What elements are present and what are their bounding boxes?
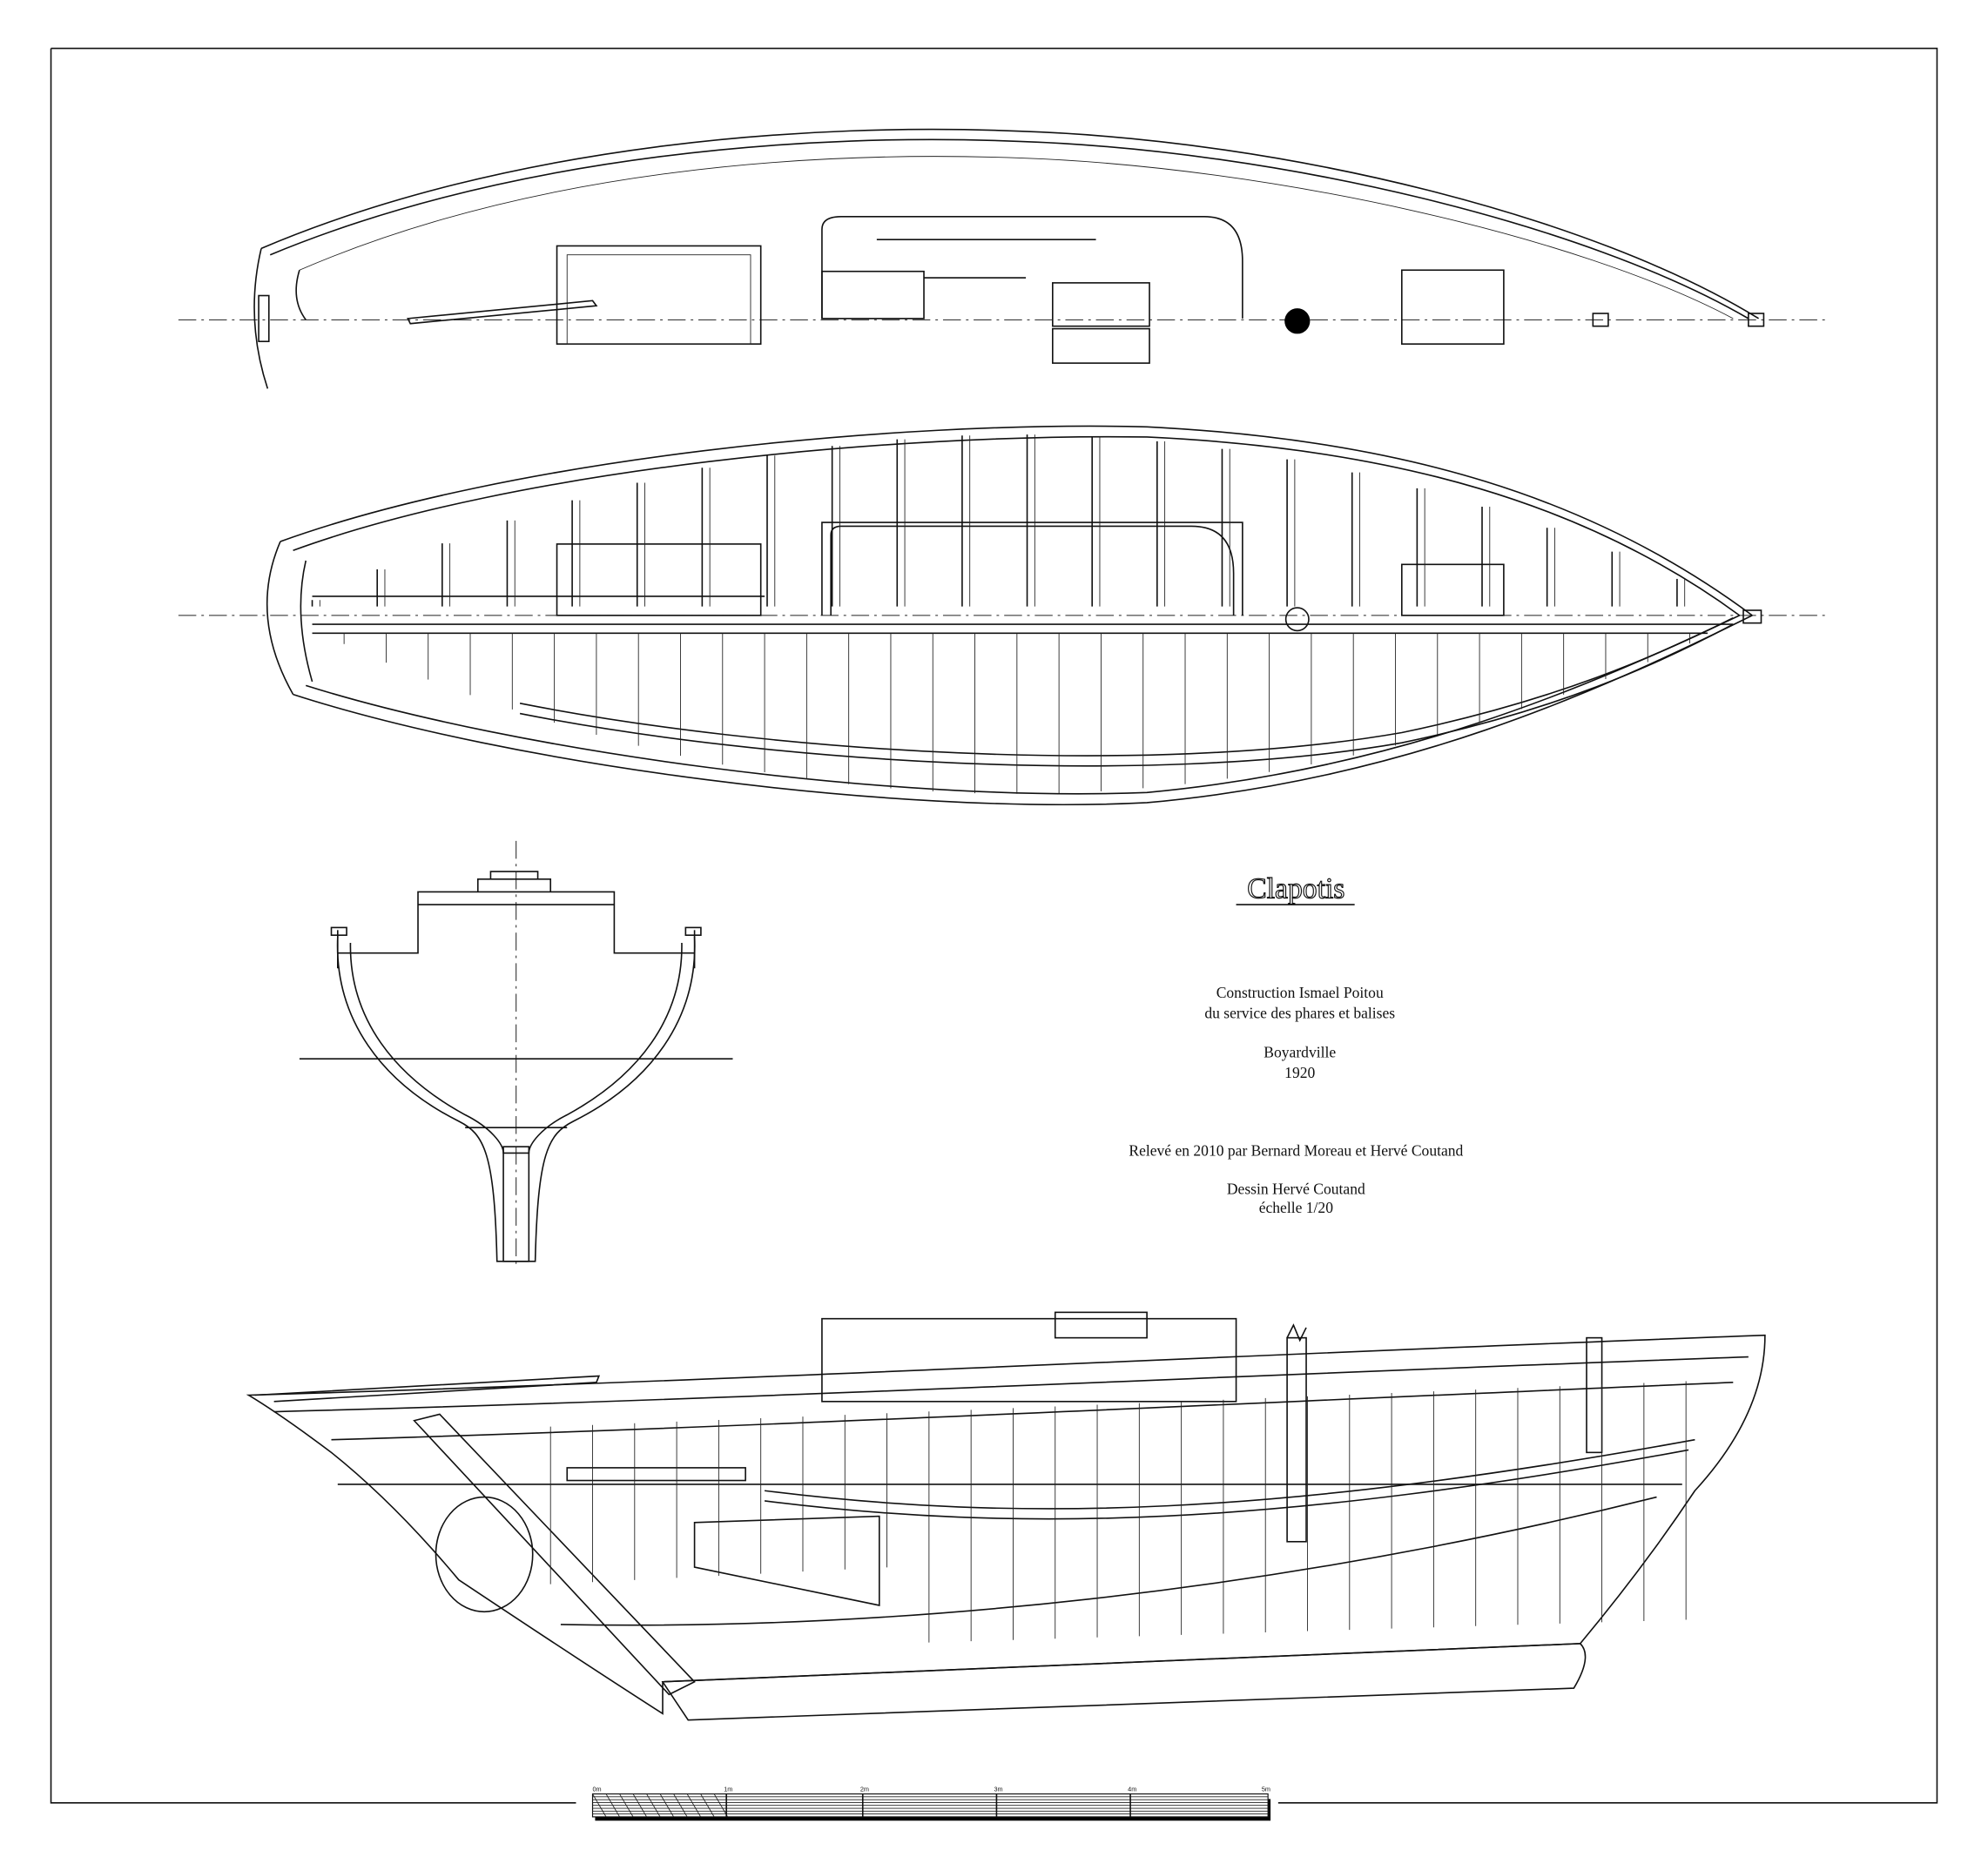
scale-hatch: [713, 1793, 729, 1818]
scale-label-0: 0m: [593, 1786, 602, 1793]
scale-hatch: [646, 1793, 661, 1818]
scale-hatch: [619, 1793, 634, 1818]
scale-label-5: 5m: [1262, 1786, 1270, 1793]
scale-bar: 0m 1m 2m 3m 4m 5m: [591, 1786, 1271, 1821]
survey-credit: Relevé en 2010 par Bernard Moreau et Her…: [1129, 1141, 1463, 1159]
profile-view: [246, 1311, 1766, 1721]
scale-hatch: [673, 1793, 688, 1818]
scale-label-3: 3m: [994, 1786, 1003, 1793]
scale-hatch: [592, 1793, 607, 1818]
scale-hatch: [686, 1793, 701, 1818]
year-line: 1920: [1284, 1064, 1315, 1081]
boat-name-title: Clapotis: [1247, 873, 1344, 905]
construction-plan-view: [178, 425, 1830, 806]
scale-label-1: 1m: [724, 1786, 732, 1793]
place-line: Boyardville: [1264, 1044, 1336, 1061]
scale-hatch: [700, 1793, 715, 1818]
title-block: Clapotis Construction Ismael Poitou du s…: [1129, 872, 1463, 1216]
scale-hatch: [605, 1793, 620, 1818]
scale-note: échelle 1/20: [1259, 1199, 1333, 1216]
scale-label-4: 4m: [1128, 1786, 1136, 1793]
drawing-frame: [50, 47, 1938, 1804]
scale-hatch: [659, 1793, 674, 1818]
mast-step-icon: [1284, 308, 1311, 334]
scale-hatch: [632, 1793, 647, 1818]
scale-label-2: 2m: [860, 1786, 869, 1793]
midship-section-view: [299, 840, 733, 1268]
builder-line: Construction Ismael Poitou: [1216, 984, 1384, 1001]
drawing-credit: Dessin Hervé Coutand: [1227, 1180, 1365, 1197]
service-line: du service des phares et balises: [1204, 1004, 1395, 1021]
deck-plan-view: [178, 128, 1830, 389]
